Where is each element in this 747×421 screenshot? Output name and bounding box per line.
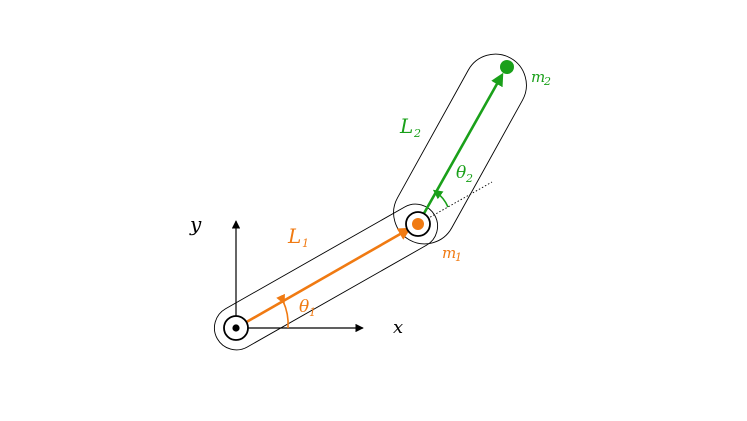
mass2-label: m 2	[531, 68, 551, 88]
mass1-label: m 1	[442, 244, 462, 264]
svg-text:1: 1	[309, 306, 316, 319]
svg-text:θ: θ	[456, 163, 466, 183]
svg-text:1: 1	[455, 251, 462, 264]
theta2-arc	[432, 189, 449, 208]
link1-length-label: L 1	[287, 224, 309, 250]
svg-text:m: m	[531, 68, 545, 86]
svg-text:L: L	[399, 114, 413, 138]
mass2-point	[500, 60, 514, 74]
link2-length-label: L 2	[399, 114, 421, 140]
svg-text:θ: θ	[299, 297, 309, 317]
svg-text:L: L	[287, 224, 301, 248]
y-axis-label: y	[189, 212, 202, 236]
link2-outline	[393, 53, 527, 245]
link1-vector	[235, 227, 412, 330]
theta1-label: θ 1	[299, 297, 316, 319]
theta2-label: θ 2	[456, 163, 473, 185]
svg-text:2: 2	[543, 75, 551, 88]
link1-extension-dotted	[417, 181, 493, 225]
svg-text:2: 2	[413, 127, 421, 140]
link2-vector	[416, 72, 504, 225]
mass1-point	[412, 218, 424, 230]
svg-text:m: m	[442, 244, 456, 262]
svg-text:2: 2	[465, 172, 473, 185]
theta1-arc	[276, 293, 289, 329]
link1-outline	[213, 203, 439, 351]
base-joint-center	[232, 324, 240, 332]
x-axis-label: x	[393, 317, 403, 338]
svg-text:1: 1	[302, 237, 309, 250]
